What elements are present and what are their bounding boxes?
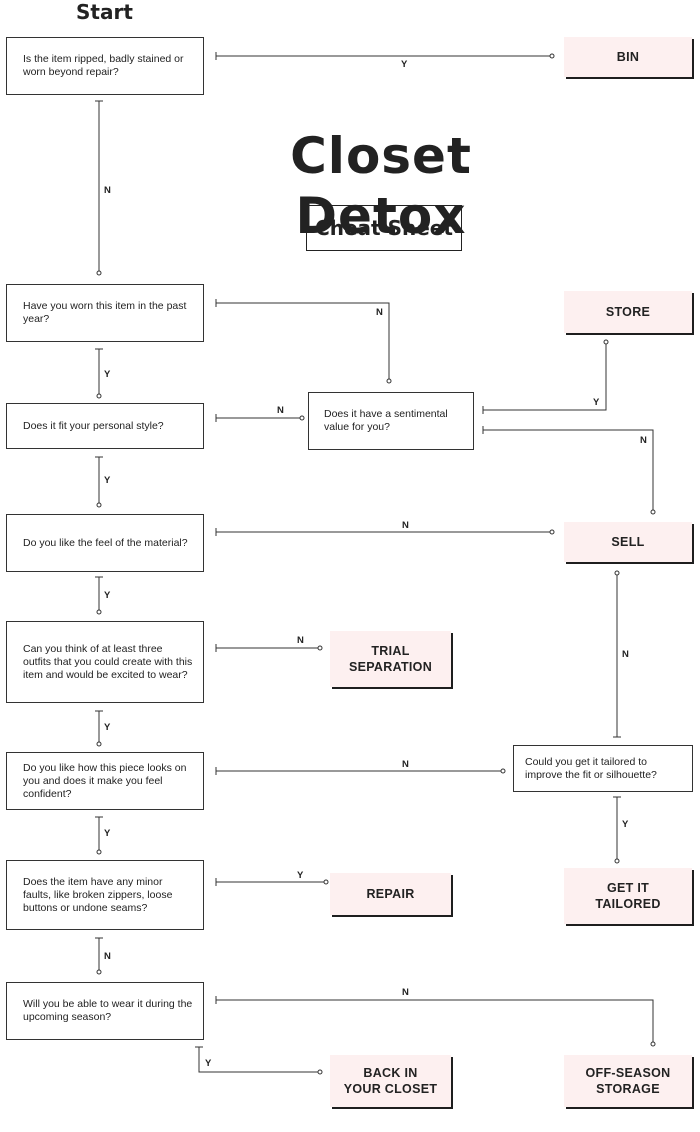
question-personal-style: Does it fit your personal style? (6, 403, 204, 449)
question-minor-faults-text: Does the item have any minor faults, lik… (23, 875, 173, 914)
outcome-trial-separation: TRIAL SEPARATION (330, 631, 451, 687)
label-yes: Y (593, 397, 600, 408)
label-no: N (402, 759, 409, 770)
question-damaged: Is the item ripped, badly stained or wor… (6, 37, 204, 95)
label-no: N (297, 635, 304, 646)
label-yes: Y (104, 590, 111, 601)
page-title: Closet Detox (290, 127, 472, 245)
question-tailored: Could you get it tailored to improve the… (513, 745, 693, 792)
label-no: N (376, 307, 383, 318)
question-upcoming-season: Will you be able to wear it during the u… (6, 982, 204, 1040)
question-confident-text: Do you like how this piece looks on you … (23, 761, 187, 800)
label-yes: Y (104, 722, 111, 733)
label-yes: Y (104, 828, 111, 839)
page-subtitle: Cheat Sheet (306, 205, 462, 251)
label-yes: Y (205, 1058, 212, 1069)
question-worn-past-year: Have you worn this item in the past year… (6, 284, 204, 342)
outcome-get-tailored: GET IT TAILORED (564, 868, 692, 924)
label-yes: Y (622, 819, 629, 830)
label-yes: Y (104, 475, 111, 486)
outcome-repair: REPAIR (330, 873, 451, 915)
outcome-store: STORE (564, 291, 692, 333)
question-feel-material: Do you like the feel of the material? (6, 514, 204, 572)
start-label: Start (76, 0, 133, 24)
outcome-off-season-storage: OFF-SEASON STORAGE (564, 1055, 692, 1107)
question-personal-style-text: Does it fit your personal style? (23, 419, 164, 432)
label-no: N (104, 185, 111, 196)
outcome-bin: BIN (564, 37, 692, 77)
question-three-outfits: Can you think of at least three outfits … (6, 621, 204, 703)
question-feel-material-text: Do you like the feel of the material? (23, 536, 188, 549)
label-no: N (622, 649, 629, 660)
outcome-sell: SELL (564, 522, 692, 562)
label-no: N (402, 520, 409, 531)
outcome-back-in-closet: BACK IN YOUR CLOSET (330, 1055, 451, 1107)
question-upcoming-season-text: Will you be able to wear it during the u… (23, 998, 193, 1023)
question-damaged-text: Is the item ripped, badly stained or wor… (23, 53, 184, 78)
question-confident: Do you like how this piece looks on you … (6, 752, 204, 810)
question-worn-past-year-text: Have you worn this item in the past year… (23, 300, 187, 325)
label-no: N (104, 951, 111, 962)
label-yes: Y (401, 59, 408, 70)
label-no: N (402, 987, 409, 998)
question-sentimental: Does it have a sentimental value for you… (308, 392, 474, 450)
question-minor-faults: Does the item have any minor faults, lik… (6, 860, 204, 930)
question-tailored-text: Could you get it tailored to improve the… (525, 755, 657, 781)
question-three-outfits-text: Can you think of at least three outfits … (23, 642, 193, 681)
label-no: N (277, 405, 284, 416)
question-sentimental-text: Does it have a sentimental value for you… (324, 408, 448, 433)
label-yes: Y (297, 870, 304, 881)
label-no: N (640, 435, 647, 446)
label-yes: Y (104, 369, 111, 380)
